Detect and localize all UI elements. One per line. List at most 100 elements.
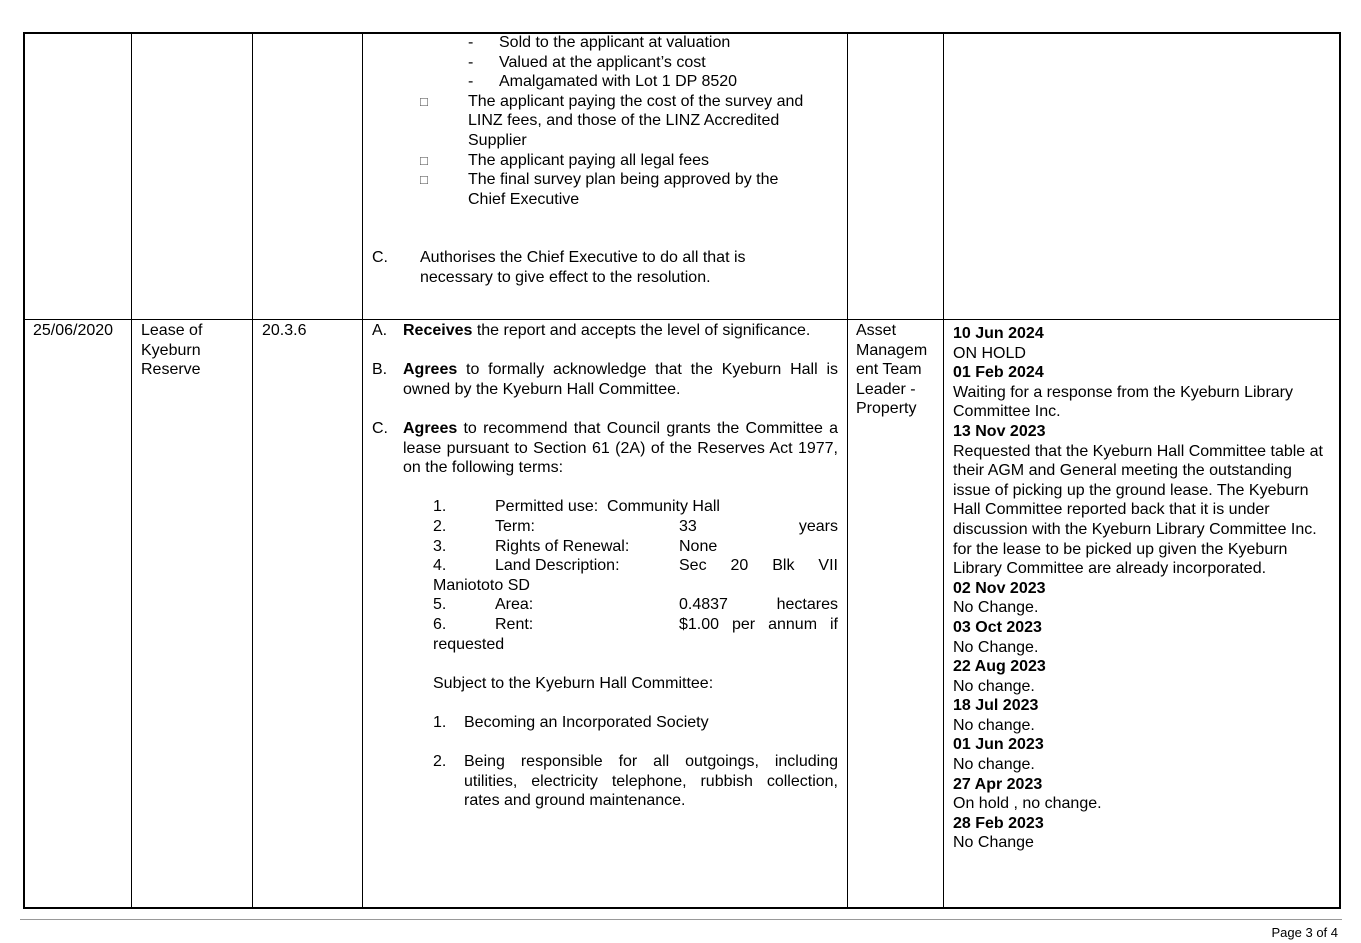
item-label: C. [372, 419, 388, 437]
column-divider [362, 32, 363, 907]
text-line: Chief Executive [468, 190, 580, 208]
condition-number: 2. [433, 753, 447, 771]
note-text: Requested that the Kyeburn Hall Committe… [953, 442, 1323, 578]
note-text: No Change [953, 834, 1034, 852]
text-line: The applicant paying the cost of the sur… [468, 92, 804, 110]
term-label: Term: [495, 517, 535, 535]
condition-item: 1. Becoming an Incorporated Society [433, 713, 838, 733]
text-line: necessary to give effect to the resoluti… [420, 268, 711, 286]
dash-list-item: - Sold to the applicant at valuation [372, 33, 842, 53]
resolution-a: A. Receives the report and accepts the l… [372, 321, 838, 341]
column-divider [131, 32, 132, 907]
note-text: On hold , no change. [953, 795, 1102, 813]
term-label: Permitted use: Community Hall [495, 498, 720, 516]
term-value: 33 years [679, 517, 838, 535]
subject-to-heading: Subject to the Kyeburn Hall Committee: [433, 674, 714, 692]
bullet-list-item: □ The applicant paying all legal fees [372, 151, 842, 171]
box-bullet-icon: □ [420, 93, 428, 109]
term-label: Area: [495, 596, 534, 614]
reference-cell: 20.3.6 [262, 322, 307, 339]
note-date: 13 Nov 2023 [953, 422, 1046, 440]
lease-term-row: 3. Rights of Renewal: None [433, 537, 838, 557]
lease-term-row: 4. Land Description: Sec 20 Blk VII [433, 556, 838, 576]
item-label: A. [372, 322, 388, 339]
bold-verb: Agrees [403, 419, 458, 437]
item-text: Valued at the applicant’s cost [499, 53, 706, 71]
term-number: 4. [433, 557, 447, 575]
term-number: 2. [433, 517, 447, 535]
note-date: 01 Feb 2024 [953, 364, 1044, 382]
text-line: Kyeburn [141, 341, 201, 359]
note-text: ON HOLD [953, 344, 1026, 362]
note-text: No change. [953, 756, 1035, 774]
bullet-list-item: □The final survey plan being approved by… [372, 170, 842, 209]
resolutions-table [23, 32, 1341, 909]
bold-verb: Agrees [403, 361, 458, 379]
dash-bullet: - [468, 53, 474, 71]
date-cell: 25/06/2020 [33, 322, 114, 339]
text-line: ent Team [856, 361, 922, 379]
term-value: $1.00 per annum if [679, 615, 838, 633]
lease-term-row: 6.Rent:$1.00 per annum if [433, 615, 838, 635]
term-value: Sec 20 Blk VII [679, 557, 838, 575]
condition-text: Being responsible for all outgoings, inc… [464, 753, 838, 810]
progress-note: 01 Jun 2023 No change. [953, 735, 1333, 774]
note-date: 22 Aug 2023 [953, 658, 1046, 676]
term-value: None [679, 537, 718, 555]
note-text: No Change. [953, 599, 1039, 617]
term-value-continued: requested [433, 635, 505, 653]
text-line: Authorises the Chief Executive to do all… [420, 249, 746, 267]
term-number: 5. [433, 596, 447, 614]
note-date: 03 Oct 2023 [953, 618, 1042, 636]
text-line: The final survey plan being approved by … [468, 171, 779, 189]
item-text: Sold to the applicant at valuation [499, 34, 731, 51]
bullet-list-item: □ The applicant paying the cost of the su… [372, 92, 842, 151]
subject-cell: Lease of Kyeburn Reserve [141, 321, 202, 380]
item-label: B. [372, 361, 388, 379]
dash-bullet: - [468, 34, 474, 51]
column-divider [943, 32, 944, 907]
dash-list-item: - Valued at the applicant’s cost [372, 53, 842, 73]
term-label: Land Description: [495, 557, 620, 575]
column-divider [252, 32, 253, 907]
row-divider [23, 319, 1339, 320]
lease-term-row: 5.Area:0.4837 hectares [433, 595, 838, 615]
conditions-list: 1. Becoming an Incorporated Society 2. Bein… [433, 713, 838, 811]
text-line: Managem [856, 341, 928, 359]
note-date: 01 Jun 2023 [953, 736, 1044, 754]
text: to recommend that Council grants the Com… [403, 419, 838, 477]
row1-resolution-cell: - Sold to the applicant at valuation - Valu… [372, 33, 842, 288]
term-value-continued: Maniototo SD [433, 576, 530, 594]
note-text: No change. [953, 677, 1035, 695]
condition-text: Becoming an Incorporated Society [464, 713, 709, 731]
note-date: 27 Apr 2023 [953, 775, 1043, 793]
footer-divider [20, 919, 1342, 920]
text-line: LINZ fees, and those of the LINZ Accredi… [468, 112, 780, 130]
lease-term-row: 1.Permitted use: Community Hall [433, 497, 838, 517]
text-line: Reserve [141, 361, 201, 379]
text: the report and accepts the level of sign… [472, 322, 811, 339]
page-number: Page 3 of 4 [1271, 925, 1339, 940]
box-bullet-icon: □ [420, 152, 428, 168]
text-line: Property [856, 400, 917, 418]
term-number: 3. [433, 537, 447, 555]
text-line: The applicant paying all legal fees [468, 151, 710, 169]
condition-item: 2. Being responsible for all outgoings, i… [433, 752, 838, 811]
text: to formally acknowledge that the Kyeburn… [403, 361, 838, 398]
term-label: Rights of Renewal: [495, 537, 630, 555]
resolution-c: C. Authorises the Chief Executive to do … [372, 248, 842, 287]
text-line: Asset [856, 322, 897, 339]
text-line: Lease of [141, 322, 203, 339]
note-date: 18 Jul 2023 [953, 697, 1039, 715]
condition-number: 1. [433, 713, 447, 731]
text-line: Leader - [856, 380, 916, 398]
text-line: Supplier [468, 131, 527, 149]
resolution-c: C. Agrees to recommend that Council gran… [372, 419, 838, 478]
